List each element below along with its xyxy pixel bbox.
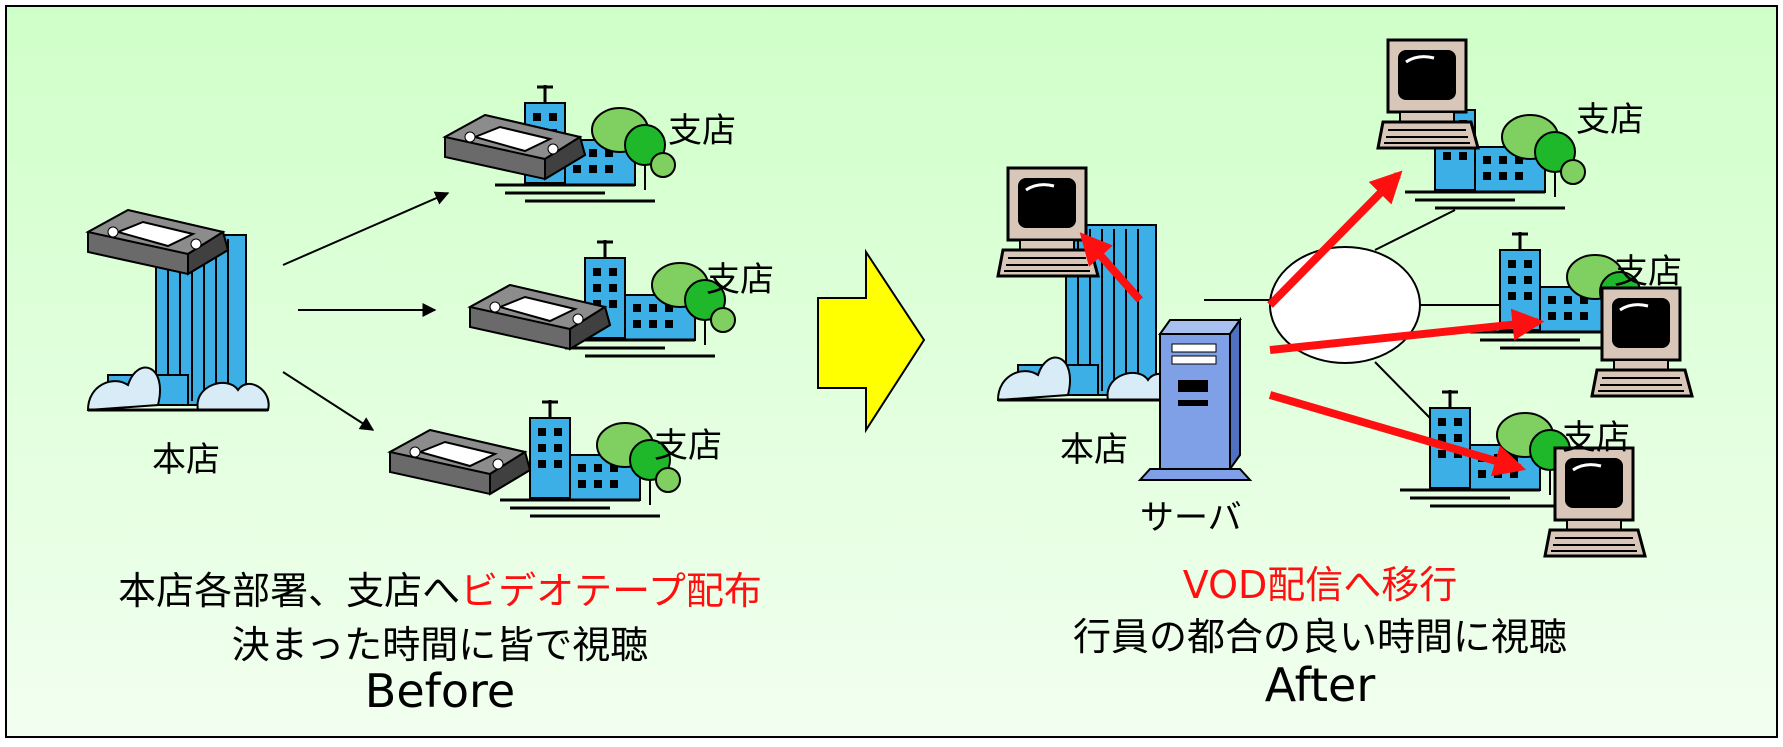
branch-pc-icon-a3: [1543, 446, 1647, 558]
branch-pc-icon-a2: [1590, 286, 1694, 398]
after-branch-label-2: 支店: [1614, 252, 1682, 292]
after-branch-label-3: 支店: [1562, 418, 1630, 458]
delivery-arrow-1: [1079, 232, 1143, 303]
delivery-arrow-4: [1268, 391, 1527, 477]
network-line-2: [1374, 209, 1456, 251]
before-caption-text: 本店各部署、支店へ: [118, 569, 461, 613]
after-head-office-pc-icon: [996, 166, 1100, 278]
after-caption-line2: 行員の都合の良い時間に視聴: [1072, 615, 1567, 659]
branch-label-2: 支店: [706, 260, 774, 300]
after-head-office-label: 本店: [1060, 430, 1128, 470]
transition-arrow-icon: [817, 248, 926, 434]
before-caption-line2: 決まった時間に皆で視聴: [231, 623, 649, 667]
branch-label-3: 支店: [654, 426, 722, 466]
after-title: After: [1264, 658, 1376, 712]
network-line-4: [1374, 361, 1431, 419]
after-caption-line1: VOD配信へ移行: [1182, 563, 1458, 607]
distribution-arrow-1: [282, 191, 450, 266]
branch-pc-icon-a1: [1376, 38, 1480, 150]
head-office-label: 本店: [152, 440, 220, 480]
branch-label-1: 支店: [668, 111, 736, 151]
before-caption-highlight: ビデオテープ配布: [460, 569, 762, 613]
before-caption-line1: 本店各部署、支店へビデオテープ配布: [70, 560, 810, 615]
delivery-arrow-3: [1269, 308, 1545, 354]
after-branch-label-1: 支店: [1576, 100, 1644, 140]
server-label: サーバ: [1140, 498, 1242, 538]
delivery-arrow-2: [1267, 170, 1403, 308]
server-icon: [1137, 316, 1253, 481]
before-title: Before: [364, 664, 516, 718]
distribution-arrow-3: [282, 371, 375, 431]
